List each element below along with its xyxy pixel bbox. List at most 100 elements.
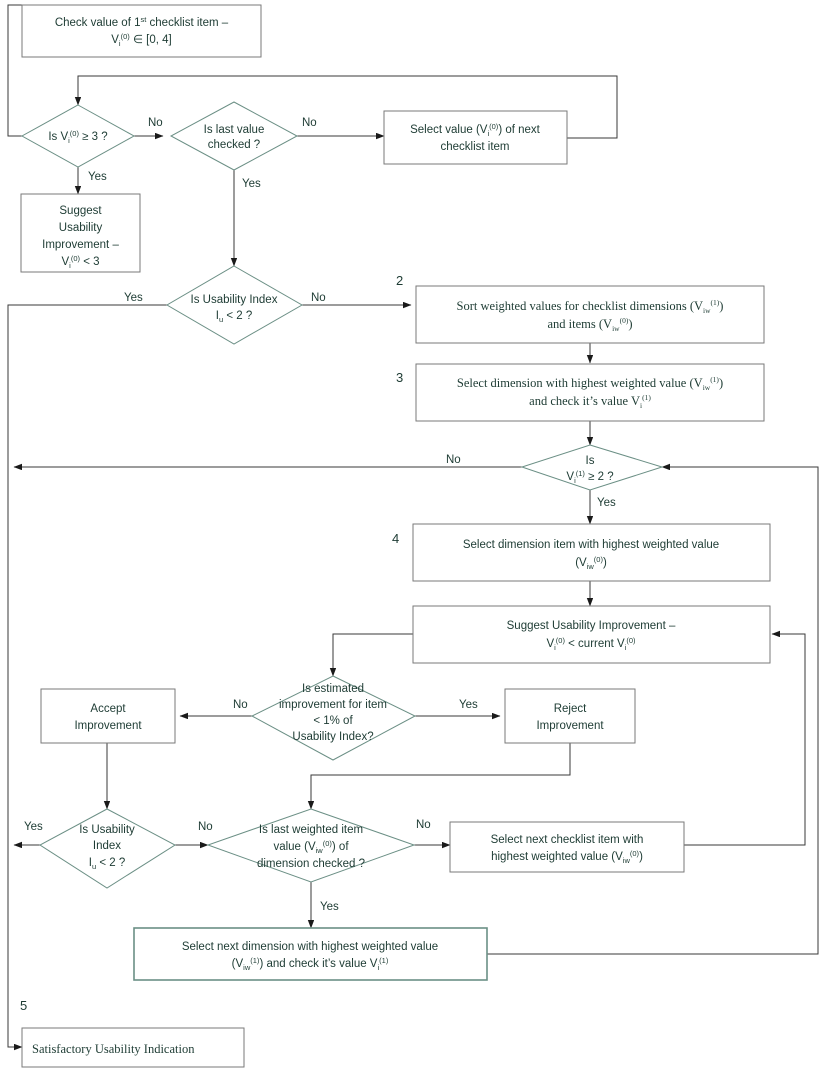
- edge-nextchecklist-loopback: [684, 630, 806, 846]
- node-sort-weighted-values-line2: and items (Viw(0)): [548, 316, 633, 333]
- node-select-dimension-highest-box[interactable]: [415, 363, 765, 422]
- node-satisfactory-usability[interactable]: Satisfactory Usability Indication: [21, 1027, 245, 1068]
- decision-estimated-improvement-shape[interactable]: [250, 675, 417, 761]
- node-suggest-improvement-lt3-line3: Improvement –: [42, 239, 119, 251]
- decision-usability-index-top-line2: Iu < 2 ?: [216, 310, 252, 324]
- decision-usability-index-bottom-line1: Is Usability: [79, 824, 135, 836]
- node-select-next-dimension[interactable]: Select next dimension with highest weigh…: [133, 927, 488, 981]
- node-suggest-improvement-lt3[interactable]: Suggest Usability Improvement – Vi(0) < …: [20, 193, 141, 273]
- decision-last-weighted-item-shape[interactable]: [206, 808, 416, 883]
- decision-is-vi0-ge-3-label: Is Vi(0) ≥ 3 ?: [48, 129, 107, 145]
- node-suggest-improvement-current-line2: Vi(0) < current Vi(0): [546, 636, 636, 652]
- node-select-next-dimension-line1: Select next dimension with highest weigh…: [182, 941, 438, 953]
- decision-is-vi0-ge-3-shape[interactable]: [20, 104, 136, 168]
- edge-label-no-usability-top: No: [311, 292, 326, 304]
- step-number-2: 2: [396, 273, 403, 288]
- edge-label-yes-lastweighted: Yes: [320, 901, 339, 913]
- node-suggest-improvement-lt3-line2: Usability: [59, 222, 103, 234]
- edge-label-yes-lastvalue: Yes: [242, 178, 261, 190]
- node-reject-improvement-line1: Reject: [554, 703, 587, 715]
- decision-last-weighted-item-line1: Is last weighted item: [259, 824, 363, 836]
- decision-usability-index-top-shape[interactable]: [166, 265, 304, 345]
- node-select-dimension-highest[interactable]: Select dimension with highest weighted v…: [415, 363, 765, 422]
- node-check-first-item-line2: Vi(0) ∈ [0, 4]: [111, 32, 172, 48]
- decision-is-vi1-ge-2[interactable]: Is Vi(1) ≥ 2 ?: [520, 444, 664, 491]
- step-number-4: 4: [392, 531, 399, 546]
- node-suggest-improvement-current-box[interactable]: [412, 605, 771, 664]
- edge-usability-top-yes: [7, 304, 167, 1051]
- edge-label-group: No No Yes Yes Yes No No Yes No Yes Yes N…: [24, 117, 616, 913]
- edge-label-no-vi1: No: [446, 454, 461, 466]
- node-reject-improvement-line2: Improvement: [536, 720, 604, 732]
- node-check-first-item-line1: Check value of 1st checklist item –: [55, 15, 229, 29]
- decision-is-vi0-ge-3[interactable]: Is Vi(0) ≥ 3 ?: [20, 104, 136, 168]
- node-accept-improvement-line1: Accept: [90, 703, 126, 715]
- node-sort-weighted-values-line1: Sort weighted values for checklist dimen…: [457, 298, 724, 315]
- decision-is-vi1-ge-2-line1: Is: [586, 455, 595, 467]
- edge-label-yes-usability-top: Yes: [124, 292, 143, 304]
- node-select-dimension-highest-line1: Select dimension with highest weighted v…: [457, 375, 723, 392]
- edge-label-no-lastweighted: No: [416, 819, 431, 831]
- decision-is-last-value-checked-line2: checked ?: [208, 139, 260, 151]
- node-suggest-improvement-lt3-line1: Suggest: [59, 205, 102, 217]
- edge-label-no-vi3: No: [148, 117, 163, 129]
- step-number-5: 5: [20, 998, 27, 1013]
- step-number-3: 3: [396, 370, 403, 385]
- node-select-next-item-value-line1: Select value (Vi(0)) of next: [410, 122, 541, 138]
- node-select-next-dimension-line2: (Viw(1)) and check it’s value Vi(1): [232, 956, 389, 972]
- decision-usability-index-bottom[interactable]: Is Usability Index Iu < 2 ?: [39, 808, 176, 889]
- decision-is-last-value-checked-shape[interactable]: [169, 101, 299, 171]
- node-select-dimension-item-line1: Select dimension item with highest weigh…: [463, 539, 719, 551]
- decision-usability-index-top-line1: Is Usability Index: [191, 294, 278, 306]
- node-select-next-item-value-line2: checklist item: [440, 141, 509, 153]
- decision-is-last-value-checked[interactable]: Is last value checked ?: [169, 101, 299, 171]
- node-suggest-improvement-lt3-box[interactable]: [20, 193, 141, 273]
- node-select-next-checklist-item-box[interactable]: [449, 821, 685, 873]
- edge-label-yes-usability-bottom: Yes: [24, 821, 43, 833]
- node-select-next-checklist-item-line2: highest weighted value (Viw(0)): [491, 849, 643, 865]
- node-select-next-dimension-box[interactable]: [133, 927, 488, 981]
- edge-selectvalue-loopback: [74, 75, 618, 139]
- node-select-dimension-item-box[interactable]: [412, 523, 771, 582]
- node-suggest-improvement-lt3-line4: Vi(0) < 3: [61, 254, 99, 270]
- node-suggest-improvement-current[interactable]: Suggest Usability Improvement – Vi(0) < …: [412, 605, 771, 664]
- node-check-first-item[interactable]: Check value of 1st checklist item – Vi(0…: [21, 4, 262, 58]
- decision-last-weighted-item[interactable]: Is last weighted item value (Viw(0)) of …: [206, 808, 416, 883]
- edge-label-no-usability-bottom: No: [198, 821, 213, 833]
- edge-suggest-to-estimated: [329, 633, 413, 677]
- node-select-next-item-value-box[interactable]: [383, 110, 568, 165]
- edge-reject-to-lastweighted: [307, 743, 571, 810]
- decision-is-vi1-ge-2-shape[interactable]: [520, 444, 664, 491]
- decision-estimated-improvement-line1: Is estimated: [302, 683, 364, 695]
- decision-is-last-value-checked-line1: Is last value: [204, 124, 265, 136]
- node-select-next-item-value[interactable]: Select value (Vi(0)) of next checklist i…: [383, 110, 568, 165]
- decision-estimated-improvement[interactable]: Is estimated improvement for item < 1% o…: [250, 675, 417, 761]
- node-sort-weighted-values-box[interactable]: [415, 285, 765, 344]
- decision-estimated-improvement-line4: Usability Index?: [292, 731, 373, 743]
- node-select-dimension-item-line2: (Viw(0)): [575, 555, 607, 571]
- node-check-first-item-box[interactable]: [21, 4, 262, 58]
- decision-estimated-improvement-line3: < 1% of: [313, 715, 353, 727]
- decision-usability-index-bottom-line2: Index: [93, 840, 121, 852]
- node-reject-improvement[interactable]: Reject Improvement: [504, 688, 636, 744]
- node-accept-improvement[interactable]: Accept Improvement: [40, 688, 176, 744]
- decision-usability-index-top[interactable]: Is Usability Index Iu < 2 ?: [166, 265, 304, 345]
- node-accept-improvement-box[interactable]: [40, 688, 176, 744]
- decision-usability-index-bottom-shape[interactable]: [39, 808, 176, 889]
- edge-label-yes-estimated: Yes: [459, 699, 478, 711]
- node-satisfactory-usability-box[interactable]: [21, 1027, 245, 1068]
- edge-label-no-estimated: No: [233, 699, 248, 711]
- node-sort-weighted-values[interactable]: Sort weighted values for checklist dimen…: [415, 285, 765, 344]
- connector-lines: [7, 4, 819, 1051]
- node-accept-improvement-line2: Improvement: [74, 720, 142, 732]
- decision-estimated-improvement-line2: improvement for item: [279, 699, 387, 711]
- node-select-next-checklist-item[interactable]: Select next checklist item with highest …: [449, 821, 685, 873]
- node-suggest-improvement-current-line1: Suggest Usability Improvement –: [507, 620, 676, 632]
- edge-label-no-lastvalue: No: [302, 117, 317, 129]
- node-select-dimension-item[interactable]: Select dimension item with highest weigh…: [412, 523, 771, 582]
- node-select-next-checklist-item-line1: Select next checklist item with: [491, 834, 644, 846]
- node-reject-improvement-box[interactable]: [504, 688, 636, 744]
- edge-label-yes-vi1: Yes: [597, 497, 616, 509]
